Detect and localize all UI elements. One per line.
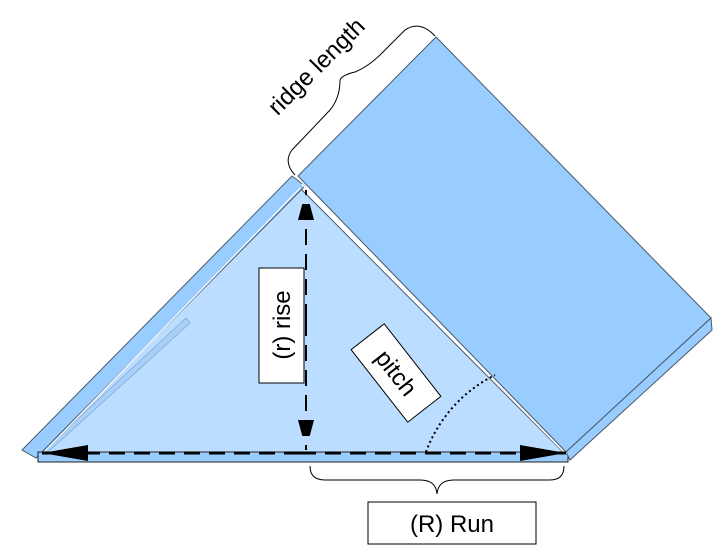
rise-label: (r) rise xyxy=(269,290,296,359)
left-roof-panel xyxy=(21,175,306,459)
rise-label-box xyxy=(258,267,305,384)
right-roof-white-edge xyxy=(301,183,567,455)
right-roof-edge-strip xyxy=(565,316,713,461)
run-brace xyxy=(309,465,565,495)
pitch-label-box xyxy=(350,323,442,423)
run-label-box xyxy=(367,501,537,545)
run-label: (R) Run xyxy=(410,511,494,538)
pitch-angle-arc xyxy=(425,374,496,453)
left-roof-inner-edge xyxy=(41,187,301,455)
ridge-length-label: ridge length xyxy=(263,13,371,121)
ridge-length-brace xyxy=(287,25,436,176)
